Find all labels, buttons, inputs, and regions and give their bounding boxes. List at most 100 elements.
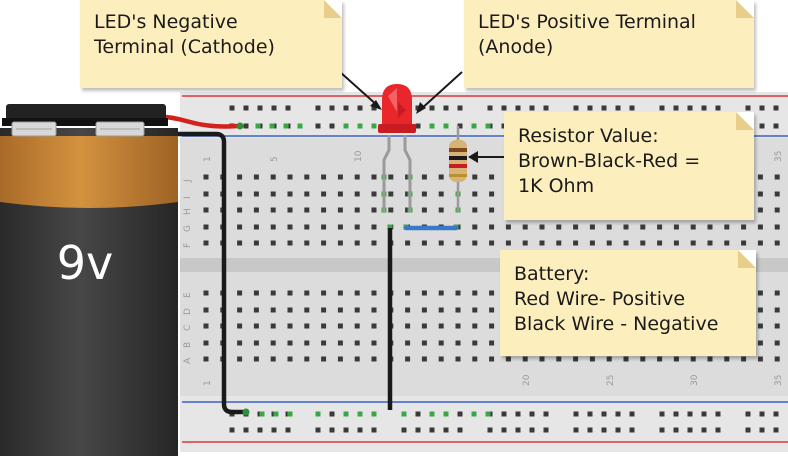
breadboard-hole: [707, 240, 713, 246]
breadboard-hole: [606, 224, 612, 230]
rail-hole: [515, 411, 521, 417]
rail-hole: [615, 411, 621, 417]
breadboard-hole: [354, 307, 360, 313]
rail-hole: [673, 411, 679, 417]
rail-hole: [401, 427, 407, 433]
black-wire-end: [242, 408, 250, 416]
breadboard-hole: [354, 224, 360, 230]
breadboard-hole: [640, 224, 646, 230]
rail-hole: [487, 427, 493, 433]
connected-rail-hole: [297, 123, 303, 129]
connected-rail-hole: [343, 123, 349, 129]
breadboard-hole: [287, 323, 293, 329]
breadboard-hole: [354, 323, 360, 329]
rail-hole: [443, 105, 449, 111]
rail-hole: [429, 427, 435, 433]
rail-hole: [529, 411, 535, 417]
breadboard-hole: [707, 356, 713, 362]
annotation-led-positive: LED's Positive Terminal (Anode): [464, 0, 754, 88]
resistor-arrow-head: [468, 151, 478, 163]
rail-hole: [329, 123, 335, 129]
breadboard-hole: [757, 307, 763, 313]
breadboard-hole: [321, 290, 327, 296]
breadboard-hole: [253, 307, 259, 313]
breadboard-hole: [287, 174, 293, 180]
breadboard-hole: [388, 191, 394, 197]
breadboard-hole: [421, 191, 427, 197]
breadboard-hole: [253, 356, 259, 362]
rail-hole: [587, 411, 593, 417]
column-label-1-top: 1: [203, 156, 213, 162]
breadboard-hole: [253, 323, 259, 329]
column-label-10-top: 10: [354, 150, 364, 162]
rail-hole: [601, 105, 607, 111]
rail-hole: [759, 427, 765, 433]
breadboard-hole: [237, 240, 243, 246]
breadboard-hole: [405, 323, 411, 329]
breadboard-hole: [522, 224, 528, 230]
breadboard-hole: [438, 340, 444, 346]
breadboard-hole: [371, 340, 377, 346]
breadboard-hole: [270, 323, 276, 329]
rail-hole: [415, 427, 421, 433]
breadboard-hole: [321, 340, 327, 346]
breadboard-hole: [287, 224, 293, 230]
breadboard-hole: [337, 240, 343, 246]
breadboard-hole: [774, 290, 780, 296]
breadboard-hole: [237, 290, 243, 296]
breadboard-hole: [253, 191, 259, 197]
black-battery-wire: [160, 131, 244, 415]
connected-rail-hole: [357, 411, 363, 417]
connected-rail-hole: [255, 123, 261, 129]
breadboard-hole: [354, 207, 360, 213]
breadboard-hole: [640, 240, 646, 246]
breadboard-hole: [690, 224, 696, 230]
breadboard-hole: [623, 240, 629, 246]
rail-hole: [501, 427, 507, 433]
rail-hole: [243, 105, 249, 111]
breadboard-hole: [673, 224, 679, 230]
breadboard-hole: [203, 174, 209, 180]
breadboard-hole: [405, 290, 411, 296]
breadboard-hole: [388, 174, 394, 180]
rail-hole: [243, 427, 249, 433]
breadboard-hole: [354, 356, 360, 362]
breadboard-hole: [405, 356, 411, 362]
breadboard-hole: [741, 240, 747, 246]
rail-hole: [257, 105, 263, 111]
annotation-battery-wires: Battery: Red Wire- Positive Black Wire -…: [500, 250, 756, 356]
column-label-20-bottom: 20: [522, 374, 532, 386]
breadboard-hole: [253, 207, 259, 213]
battery-terminal-left: [11, 121, 57, 137]
breadboard-hole: [287, 340, 293, 346]
rail-hole: [773, 411, 779, 417]
breadboard-hole: [438, 307, 444, 313]
breadboard-hole: [405, 240, 411, 246]
breadboard-hole: [421, 174, 427, 180]
rail-hole: [501, 411, 507, 417]
rail-hole: [687, 427, 693, 433]
column-label-1-bottom: 1: [203, 380, 213, 386]
breadboard-hole: [203, 191, 209, 197]
breadboard-hole: [724, 240, 730, 246]
connected-rail-hole: [429, 123, 435, 129]
breadboard-hole: [489, 174, 495, 180]
row-label-j: J: [183, 179, 193, 183]
breadboard-hole: [438, 207, 444, 213]
breadboard-hole: [589, 224, 595, 230]
breadboard-hole: [421, 340, 427, 346]
column-label-35-top: 35: [774, 151, 784, 162]
column-label-25-bottom: 25: [606, 375, 616, 386]
resistor: [449, 126, 467, 212]
rail-hole: [673, 105, 679, 111]
rail-hole: [615, 427, 621, 433]
breadboard-hole: [757, 191, 763, 197]
breadboard-hole: [472, 224, 478, 230]
breadboard-hole: [253, 174, 259, 180]
rail-hole: [759, 123, 765, 129]
breadboard-hole: [606, 356, 612, 362]
cathode-arrow: [339, 71, 379, 107]
breadboard-hole: [321, 307, 327, 313]
breadboard-hole: [354, 240, 360, 246]
